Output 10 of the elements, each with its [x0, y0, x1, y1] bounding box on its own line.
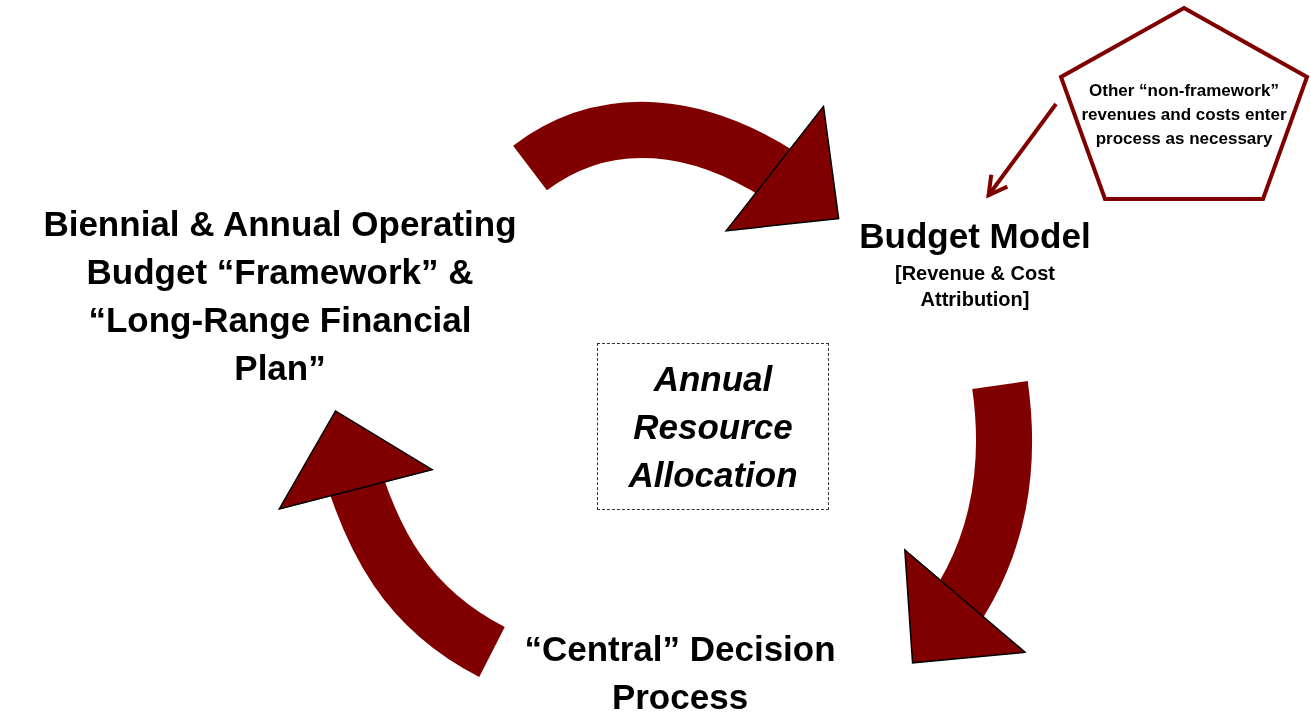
stage-label: “Central” Decision Process [523, 628, 837, 718]
stage-label: Budget Model [859, 215, 1091, 257]
note-text: Other “non-framework” revenues and costs enter process as necessary [1080, 80, 1288, 150]
pentagon-note [1058, 5, 1310, 202]
stage-label: Biennial & Annual Operating Budget “Framework” & “Long-Range Financial Plan” [42, 203, 518, 389]
curved-arrow [514, 102, 841, 235]
center-label: Annual Resource Allocation [627, 357, 799, 496]
stage-subtitle: [Revenue & Cost Attribution] [894, 261, 1056, 312]
dashed-box [597, 343, 829, 510]
arrow [986, 102, 1058, 198]
